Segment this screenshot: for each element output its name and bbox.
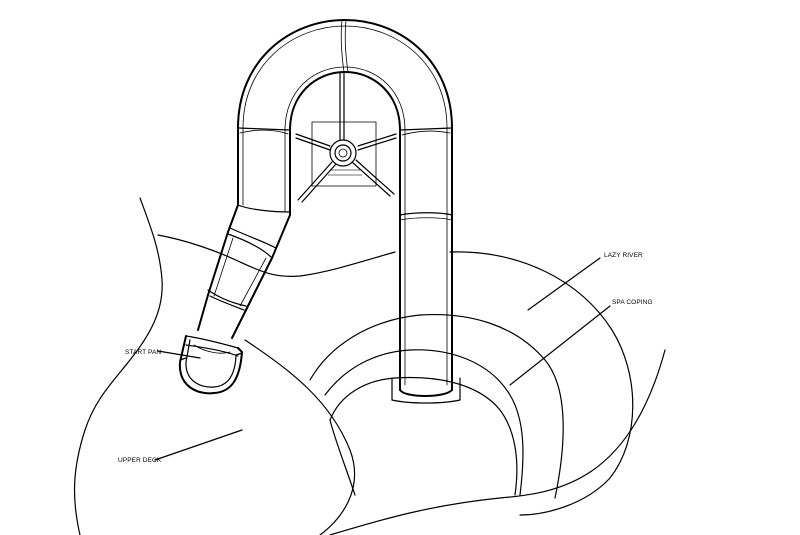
slide-bend-rim-outer — [242, 25, 448, 129]
spa-coping-inner — [324, 349, 524, 496]
start-pan-leader — [157, 350, 201, 359]
slide-bend-inner — [289, 71, 401, 131]
spa-coping-label: SPA COPING — [612, 299, 653, 306]
start-pan — [178, 335, 243, 395]
upper-deck-outer-outline — [157, 234, 396, 277]
slide-bend-seam — [340, 19, 345, 73]
spa-coping-leader — [509, 305, 611, 386]
leader-lines — [154, 257, 611, 461]
slide-right-run — [391, 127, 461, 404]
tower-platform-hatch — [328, 169, 362, 176]
lazy-river-label: LAZY RIVER — [604, 252, 643, 259]
upper-deck-leader — [154, 429, 243, 461]
upper-deck-label: UPPER DECK — [118, 457, 162, 464]
slide-bend-seam-2 — [344, 19, 349, 73]
slide-left-run — [197, 127, 291, 339]
lazy-river-lower-edge — [244, 339, 356, 535]
spa-left-edge — [329, 419, 356, 496]
lazy-river-leader — [527, 257, 601, 311]
support-bracing — [295, 71, 397, 203]
spa-coping-outer — [309, 313, 564, 499]
upper-deck-outline — [73, 197, 163, 535]
slide-bend-rim-inner — [284, 66, 406, 131]
lazy-river-outer-outline — [449, 251, 634, 516]
start-pan-label: START PAN — [125, 349, 161, 356]
lazy-river-bottom-boundary — [329, 349, 666, 535]
spa-inner-ring — [329, 376, 518, 496]
tower-hub — [329, 139, 357, 167]
slide-bend-outer — [237, 19, 453, 129]
